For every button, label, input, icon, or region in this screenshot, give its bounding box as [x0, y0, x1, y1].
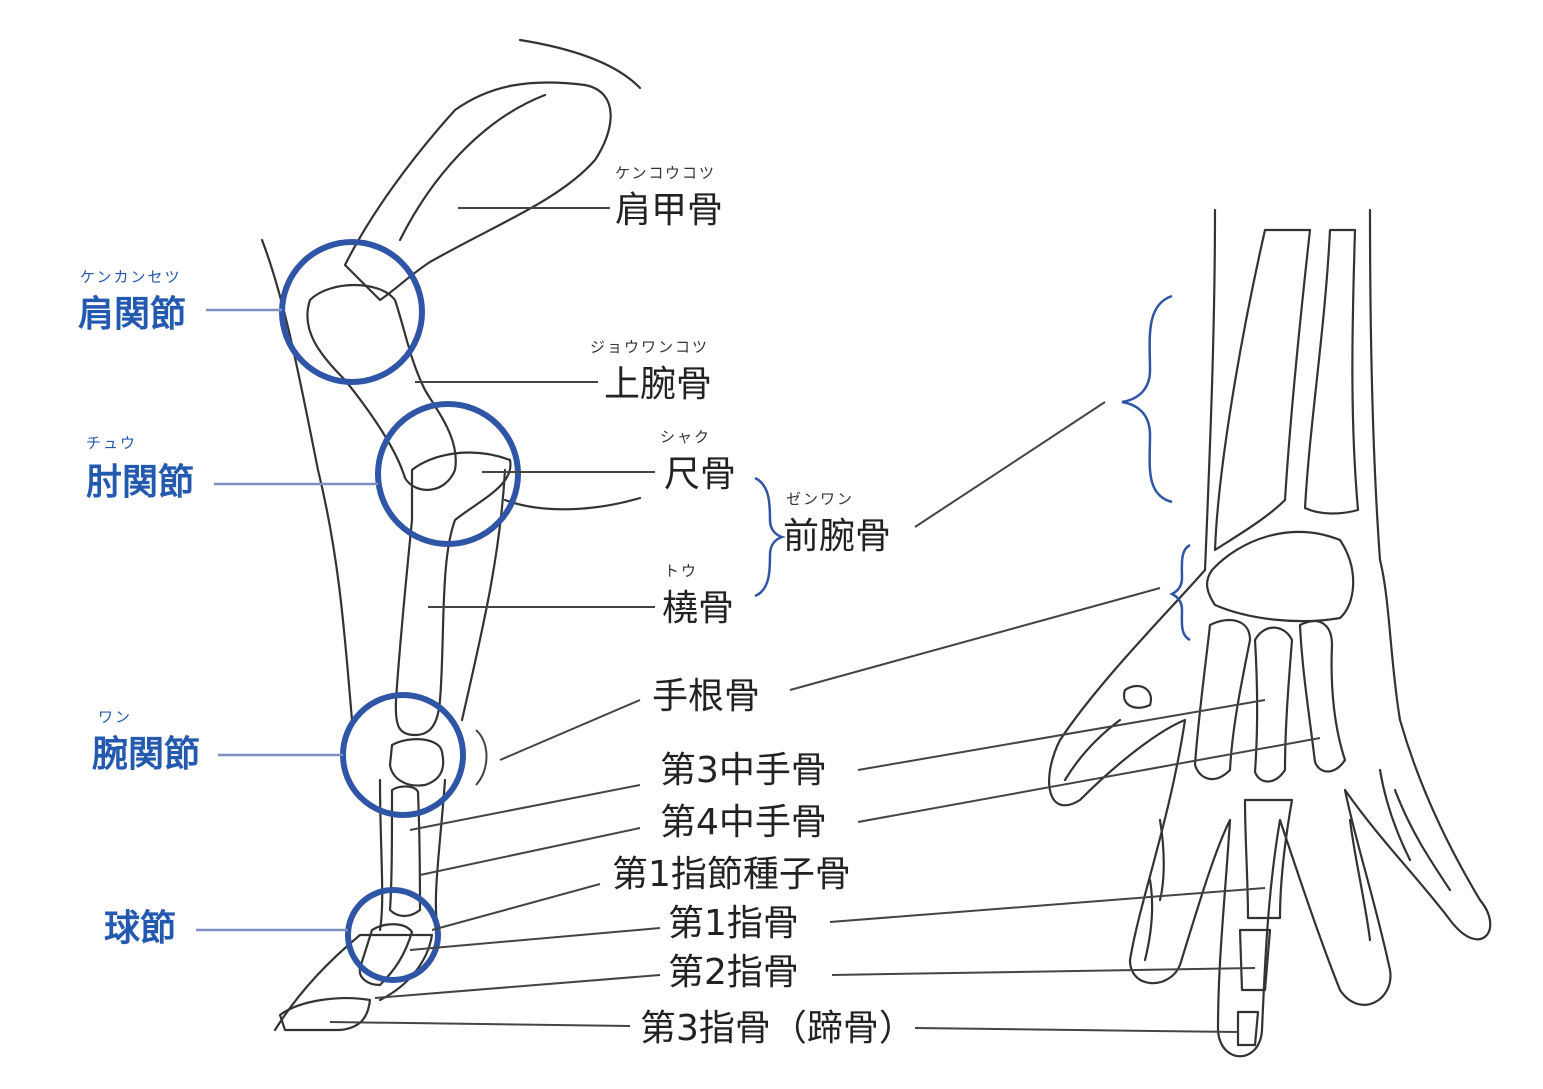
leader-mc4-human [857, 737, 1321, 823]
carpal-label: 手根骨 [652, 676, 760, 717]
finger-bones-middle [1238, 928, 1272, 992]
forearm-outline [1203, 208, 1382, 572]
leader-forearm [914, 401, 1106, 528]
metacarpal4-label: 第4中手骨 [660, 802, 827, 843]
carpal-brace [1169, 543, 1191, 642]
leader-p2-human [831, 967, 1256, 976]
leader-p1-human [829, 887, 1266, 923]
ulna-human [1213, 228, 1312, 552]
forearm-brace [1121, 294, 1173, 504]
scapula-ruby: ケンコウコツ [615, 164, 716, 182]
leader-mc3-horse [409, 784, 641, 831]
ulna-label: 尺骨 [664, 454, 736, 495]
hoof-outline [273, 933, 434, 1032]
leader-sesamoid [431, 883, 601, 931]
radius-ruby: トウ [664, 562, 698, 580]
wrist-label: 腕関節 [92, 733, 200, 775]
wrist-ruby: ワン [98, 708, 132, 726]
thumb-bones [1122, 684, 1153, 709]
radius-human [1303, 228, 1360, 515]
cannon-bone [388, 785, 422, 918]
leader-mc4-horse [419, 827, 641, 876]
pastern-bone [358, 923, 414, 987]
leader-lines [329, 207, 1321, 1033]
leader-p3-human [914, 1027, 1239, 1033]
wrist-joint-ring [340, 692, 466, 818]
shoulder-ruby: ケンカンセツ [80, 268, 182, 286]
leader-mc3-human [857, 699, 1266, 771]
sesamoid-label: 第1指節種子骨 [612, 854, 851, 895]
fetlock-label: 球節 [104, 908, 176, 949]
radius-label: 橈骨 [662, 588, 734, 629]
metacarpal-human-right [1298, 619, 1347, 773]
elbow-outline [503, 496, 642, 511]
forearm-bracket [754, 476, 786, 598]
hoof-bone [278, 997, 372, 1032]
humerus-ruby: ジョウワンコツ [590, 338, 709, 356]
finger-bones-left [1063, 718, 1165, 962]
leader-p1-horse [409, 927, 661, 951]
shoulder-label: 肩関節 [78, 293, 186, 335]
joint-labels: ケンカンセツ 肩関節 チュウ 肘関節 ワン 腕関節 球節 [78, 268, 200, 949]
finger-bones-right [1348, 768, 1452, 942]
scapula-bone [343, 81, 612, 302]
scapula-label: 肩甲骨 [615, 190, 723, 231]
phalanx2-label: 第2指骨 [668, 952, 799, 993]
phalanx3-label: 第3指骨（蹄骨） [640, 1008, 915, 1049]
metacarpal3-label: 第3中手骨 [660, 750, 827, 791]
phalanx1-label: 第1指骨 [668, 903, 799, 944]
forearm-ruby: ゼンワン [786, 490, 854, 508]
bone-labels: ケンコウコツ 肩甲骨 ジョウワンコツ 上腕骨 シャク 尺骨 ゼンワン 前腕骨 ト… [590, 164, 915, 1049]
leader-carpal-horse [499, 699, 641, 761]
radius-bone [394, 451, 512, 737]
humerus-label: 上腕骨 [604, 364, 712, 405]
metacarpal-human-middle [1253, 626, 1294, 783]
shoulder-joint-ring [279, 239, 425, 385]
phalanx-human-proximal [1243, 798, 1294, 920]
scapula-spine [398, 93, 547, 242]
phalanx-human-distal [1236, 1010, 1260, 1047]
joint-leader-lines [196, 308, 378, 932]
carpal-bracket-left [475, 729, 488, 786]
forearm-label: 前腕骨 [783, 516, 891, 557]
ulna-ruby: シャク [660, 428, 711, 446]
body-outline-top [518, 38, 642, 90]
leader-p2-horse [374, 974, 661, 999]
carpal-bones [388, 738, 445, 787]
leader-carpal-human [789, 587, 1161, 691]
elbow-label: 肘関節 [86, 462, 194, 503]
limb-outline-front [460, 468, 507, 722]
horse-forelimb [260, 38, 642, 1032]
carpals-human [1206, 530, 1355, 623]
metacarpal-human-left [1193, 618, 1252, 781]
elbow-joint-ring [375, 401, 521, 547]
human-forearm-hand [1048, 208, 1492, 1058]
fetlock-joint-ring [345, 887, 441, 983]
leader-p3-horse [329, 1021, 631, 1027]
elbow-ruby: チュウ [86, 434, 137, 452]
hand-outline [1048, 558, 1492, 1058]
